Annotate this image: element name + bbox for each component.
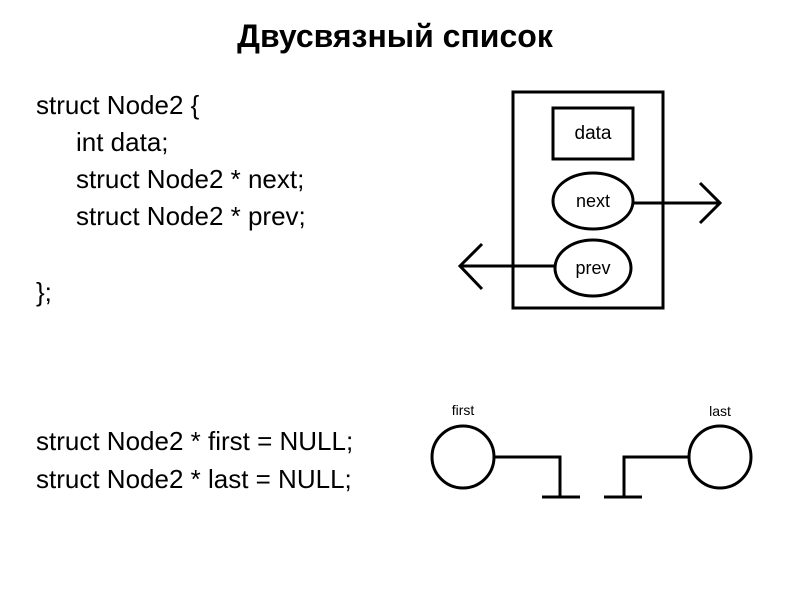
data-field-label: data: [575, 123, 612, 144]
next-arrow: [633, 181, 723, 225]
code-struct-close: };: [36, 277, 52, 307]
first-null-terminator: [494, 455, 580, 499]
pointers-diagram: first last: [430, 402, 753, 499]
code-field-prev: struct Node2 * prev;: [76, 201, 306, 231]
last-null-terminator: [604, 455, 689, 499]
last-label: last: [709, 403, 731, 419]
prev-field-label: prev: [575, 258, 610, 278]
node-box: [511, 90, 665, 310]
code-decl-last: struct Node2 * last = NULL;: [36, 464, 352, 494]
prev-arrow: [457, 242, 555, 291]
data-field-box: [551, 106, 635, 161]
code-struct-open: struct Node2 {: [36, 90, 200, 120]
code-decl-first: struct Node2 * first = NULL;: [36, 426, 354, 456]
next-field-label: next: [576, 191, 610, 211]
code-field-next: struct Node2 * next;: [76, 164, 305, 194]
code-field-data: int data;: [76, 127, 169, 157]
slide-title: Двусвязный список: [237, 18, 553, 54]
next-field-ellipse: [551, 171, 635, 231]
last-pointer-circle: [687, 424, 753, 490]
first-pointer-circle: [430, 424, 496, 490]
node-diagram: data next prev: [457, 90, 723, 310]
first-label: first: [452, 402, 475, 418]
prev-field-ellipse: [553, 238, 633, 298]
